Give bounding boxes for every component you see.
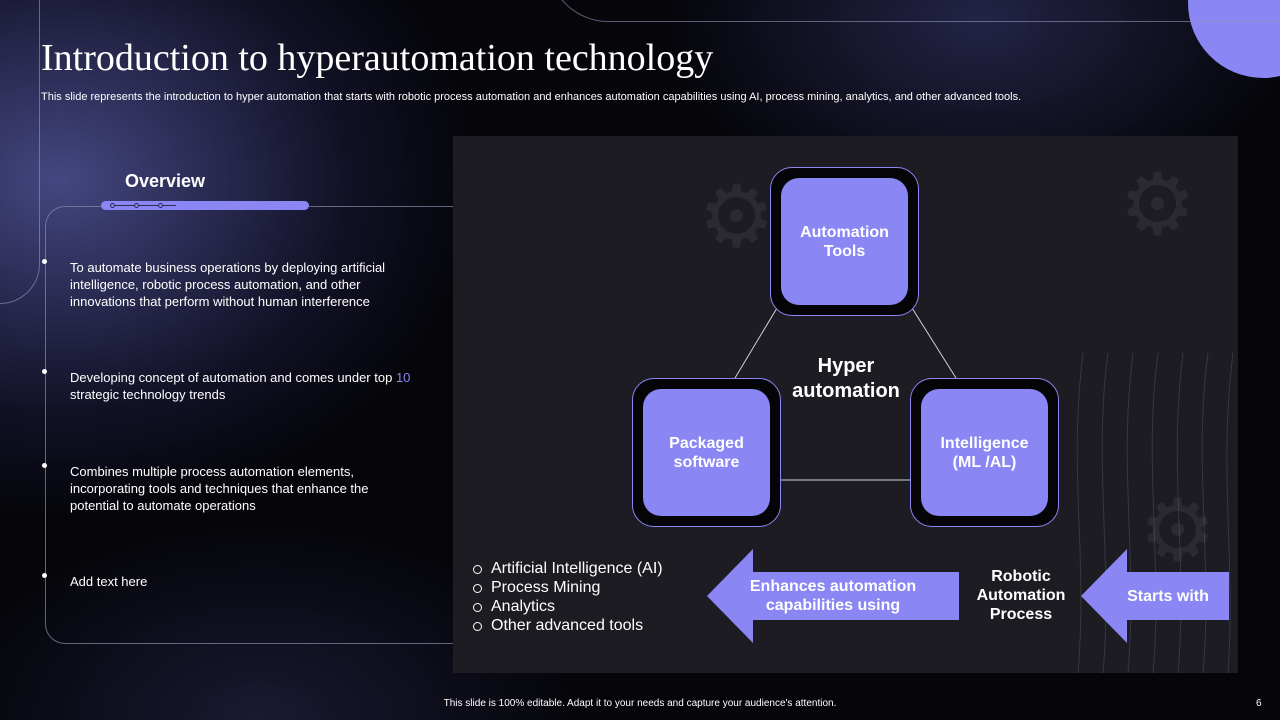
list-item: Process Mining xyxy=(473,578,663,597)
overview-bullet-4: Add text here xyxy=(42,573,420,590)
diagram-connectors xyxy=(734,307,957,481)
node-intelligence-label: Intelligence (ML /AL) xyxy=(921,389,1048,516)
decorative-line-texture xyxy=(1076,353,1234,673)
overview-underline-bar xyxy=(101,201,309,210)
bullet-dot xyxy=(42,573,47,578)
starts-with-arrow-label: Starts with xyxy=(1127,587,1209,605)
bullet-text: Add text here xyxy=(70,574,148,589)
overview-bullet-2: Developing concept of automation and com… xyxy=(42,369,420,403)
list-item: Artificial Intelligence (AI) xyxy=(473,559,663,578)
page-number: 6 xyxy=(1256,698,1262,709)
bullet-highlight-number: 10 xyxy=(395,370,411,385)
decorative-left-curve xyxy=(0,0,40,304)
decorative-top-curve xyxy=(548,0,1280,22)
enhances-arrow-shape xyxy=(707,549,959,643)
node-packaged-software-label: Packaged software xyxy=(643,389,770,516)
bullet-text: To automate business operations by deplo… xyxy=(70,260,386,309)
hyperautomation-center-label: Hyper automation xyxy=(792,355,900,402)
list-item: Other advanced tools xyxy=(473,616,663,635)
bullet-text: Combines multiple process automation ele… xyxy=(70,464,369,513)
list-item: Analytics xyxy=(473,597,663,616)
overview-bullet-1: To automate business operations by deplo… xyxy=(42,259,420,310)
node-automation-tools: Automation Tools xyxy=(770,167,919,316)
bullet-dot xyxy=(42,259,47,264)
bullet-dot xyxy=(42,463,47,468)
gear-icon: ⚙ xyxy=(1119,157,1197,253)
slide-title: Introduction to hyperautomation technolo… xyxy=(41,37,714,79)
diagram-panel: ⚙ ⚙ ⚙ Automation Tools Packaged software… xyxy=(453,136,1238,673)
tools-list: Artificial Intelligence (AI) Process Min… xyxy=(473,559,663,635)
bullet-dot xyxy=(42,369,47,374)
overview-bar-dots xyxy=(110,202,176,209)
gear-icon: ⚙ xyxy=(698,169,776,265)
starts-with-arrow-shape xyxy=(1081,549,1229,643)
overview-bullet-3: Combines multiple process automation ele… xyxy=(42,463,420,514)
overview-heading: Overview xyxy=(125,171,206,191)
robotic-automation-process-label: Robotic Automation Process xyxy=(976,568,1066,623)
slide-subtitle: This slide represents the introduction t… xyxy=(41,91,1022,103)
gear-icon: ⚙ xyxy=(1139,483,1217,579)
bullet-text-prefix: Developing concept of automation and com… xyxy=(70,370,396,385)
node-automation-tools-label: Automation Tools xyxy=(781,178,908,305)
node-packaged-software: Packaged software xyxy=(632,378,781,527)
footer-note: This slide is 100% editable. Adapt it to… xyxy=(443,698,837,709)
node-intelligence: Intelligence (ML /AL) xyxy=(910,378,1059,527)
enhances-arrow-label: Enhances automation capabilities using xyxy=(749,578,917,614)
bullet-text-suffix: strategic technology trends xyxy=(70,387,226,402)
